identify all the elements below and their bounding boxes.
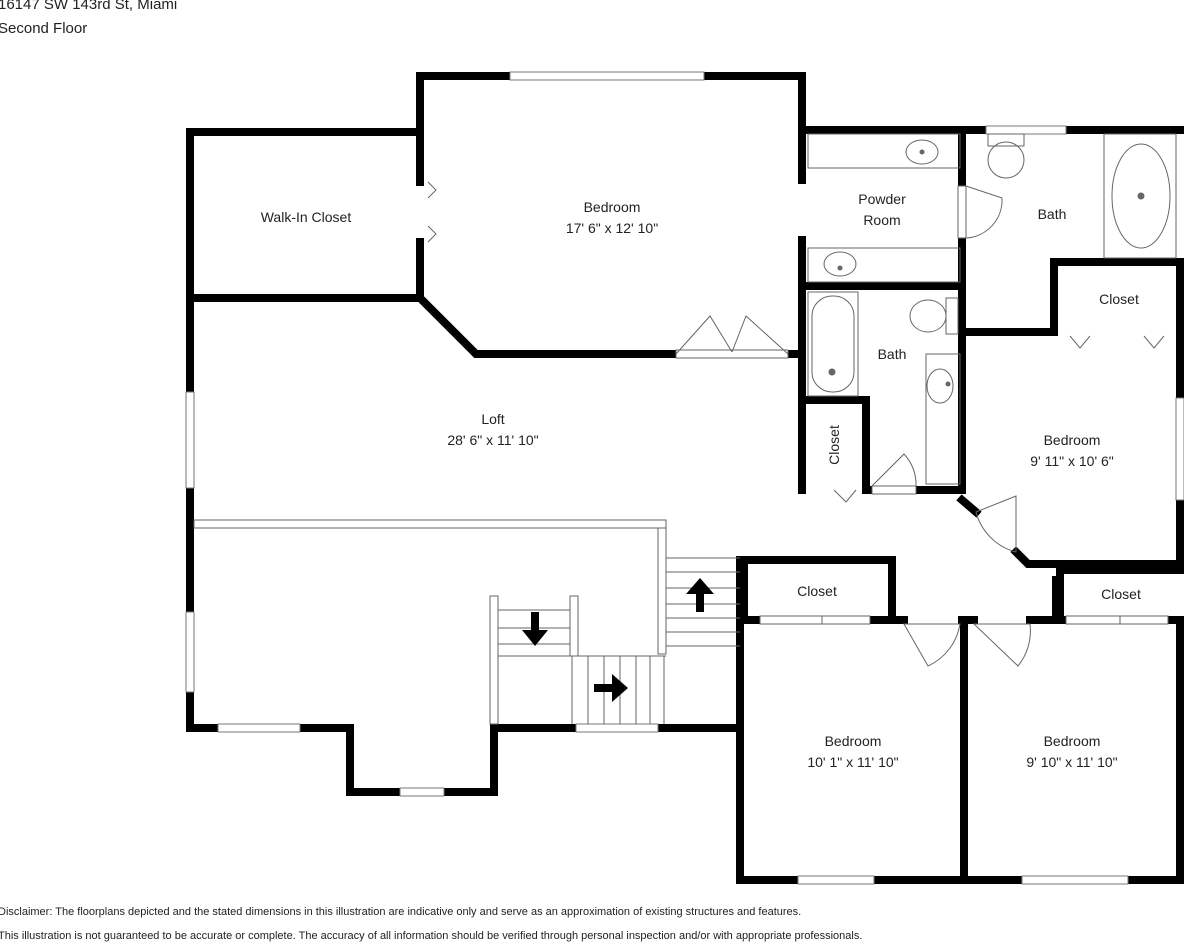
doors	[427, 181, 1169, 667]
arrow-up-icon	[686, 578, 714, 612]
bedroom-bottom-left-label: Bedroom	[825, 733, 882, 749]
walk-in-closet-label: Walk-In Closet	[261, 209, 352, 225]
windows	[185, 71, 1184, 885]
stair-arrows	[522, 578, 714, 702]
disclaimer-line-2: This illustration is not guaranteed to b…	[0, 930, 863, 942]
property-address: 16147 SW 143rd St, Miami	[0, 0, 178, 13]
bath-mid-label: Bath	[878, 346, 907, 362]
closet-vertical-label: Closet	[826, 425, 842, 465]
powder-room-label: Powder	[858, 191, 906, 207]
closet-top-right-label: Closet	[1099, 291, 1139, 307]
room-labels: Walk-In Closet Bedroom 17' 6" x 12' 10" …	[261, 191, 1141, 770]
floor-label: Second Floor	[0, 20, 88, 37]
bath-top-label: Bath	[1038, 206, 1067, 222]
disclaimer-line-1: Disclaimer: The floorplans depicted and …	[0, 906, 802, 918]
closet-bottom-right-label: Closet	[1101, 586, 1141, 602]
arrow-down-icon	[522, 612, 548, 646]
loft-dims: 28' 6" x 11' 10"	[447, 432, 538, 448]
master-bedroom-dims: 17' 6" x 12' 10"	[566, 220, 658, 236]
powder-room-label-2: Room	[863, 212, 900, 228]
bedroom-bottom-right-label: Bedroom	[1044, 733, 1101, 749]
fixtures	[193, 133, 1177, 725]
bedroom-right-label: Bedroom	[1044, 432, 1101, 448]
master-bedroom-label: Bedroom	[584, 199, 641, 215]
loft-label: Loft	[481, 411, 504, 427]
arrow-right-icon	[594, 674, 628, 702]
closet-bottom-mid-label: Closet	[797, 583, 837, 599]
bedroom-bottom-left-dims: 10' 1" x 11' 10"	[807, 754, 898, 770]
bedroom-bottom-right-dims: 9' 10" x 11' 10"	[1026, 754, 1117, 770]
bedroom-right-dims: 9' 11" x 10' 6"	[1030, 453, 1114, 469]
